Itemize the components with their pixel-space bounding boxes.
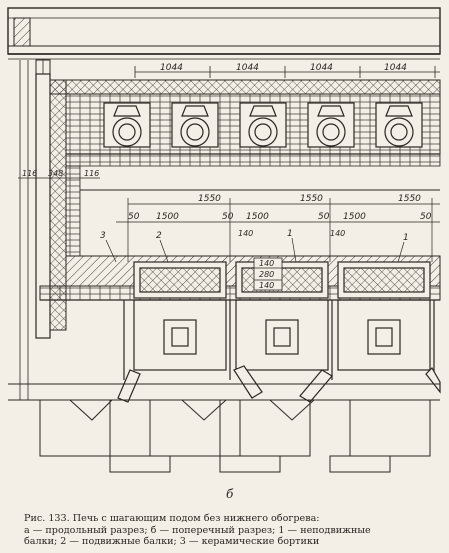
burner-2 <box>171 102 219 148</box>
left-dimension-1: 116 <box>22 169 37 178</box>
top-dimension-1: 1044 <box>160 63 183 73</box>
vertical-dimension-box <box>253 257 283 291</box>
panel-letter: б <box>226 487 234 501</box>
furnace-chamber <box>80 189 440 257</box>
left-wall <box>19 60 81 400</box>
beam-dimension-5: 50 <box>318 212 330 222</box>
vertical-dimension-2: 280 <box>259 270 274 279</box>
beam-supports <box>123 299 435 380</box>
cooling-pipes <box>117 365 441 403</box>
burner-5 <box>375 102 423 148</box>
small-dimension-1: 140 <box>238 229 253 238</box>
caption-line-3: балки; 2 — подвижные балки; 3 — керамиче… <box>24 536 320 547</box>
top-dimension-4: 1044 <box>384 63 407 73</box>
left-dimension-3: 116 <box>84 169 99 178</box>
spacing-dimension-3: 1550 <box>398 194 421 204</box>
vertical-dimension-3: 140 <box>259 281 274 290</box>
top-dimension-3: 1044 <box>310 63 333 73</box>
small-dimension-2: 140 <box>330 229 345 238</box>
beam-dimension-6: 1500 <box>343 212 366 222</box>
figure-caption: Рис. 133. Печь с шагающим подом без нижн… <box>24 513 440 548</box>
caption-line-1: Рис. 133. Печь с шагающим подом без нижн… <box>24 513 320 524</box>
top-dimension-2: 1044 <box>236 63 259 73</box>
burner-4 <box>307 102 355 148</box>
vertical-dimension-1: 140 <box>259 259 274 268</box>
beam-dimension-7: 50 <box>420 212 432 222</box>
caption-line-2: а — продольный разрез; б — поперечный ра… <box>24 524 371 536</box>
spacing-dimension-2: 1550 <box>300 194 323 204</box>
burner-3 <box>239 102 287 148</box>
spacing-dimension-1: 1550 <box>198 194 221 204</box>
beam-dimension-1: 50 <box>128 212 140 222</box>
callout-3: 3 <box>100 231 106 241</box>
burner-1 <box>103 102 151 148</box>
callout-1a: 1 <box>287 229 293 239</box>
beam-dimension-4: 1500 <box>246 212 269 222</box>
callout-1b: 1 <box>403 233 409 243</box>
beam-dimension-2: 1500 <box>156 212 179 222</box>
spacing-dimension-row <box>127 198 440 262</box>
roof-burners <box>103 102 423 148</box>
beam-dimension-3: 50 <box>222 212 234 222</box>
left-dimension-2: 348 <box>48 169 63 178</box>
foundation <box>8 383 440 473</box>
top-dimension-row <box>134 66 440 78</box>
roof-structure <box>7 7 441 75</box>
callout-2: 2 <box>156 231 162 241</box>
